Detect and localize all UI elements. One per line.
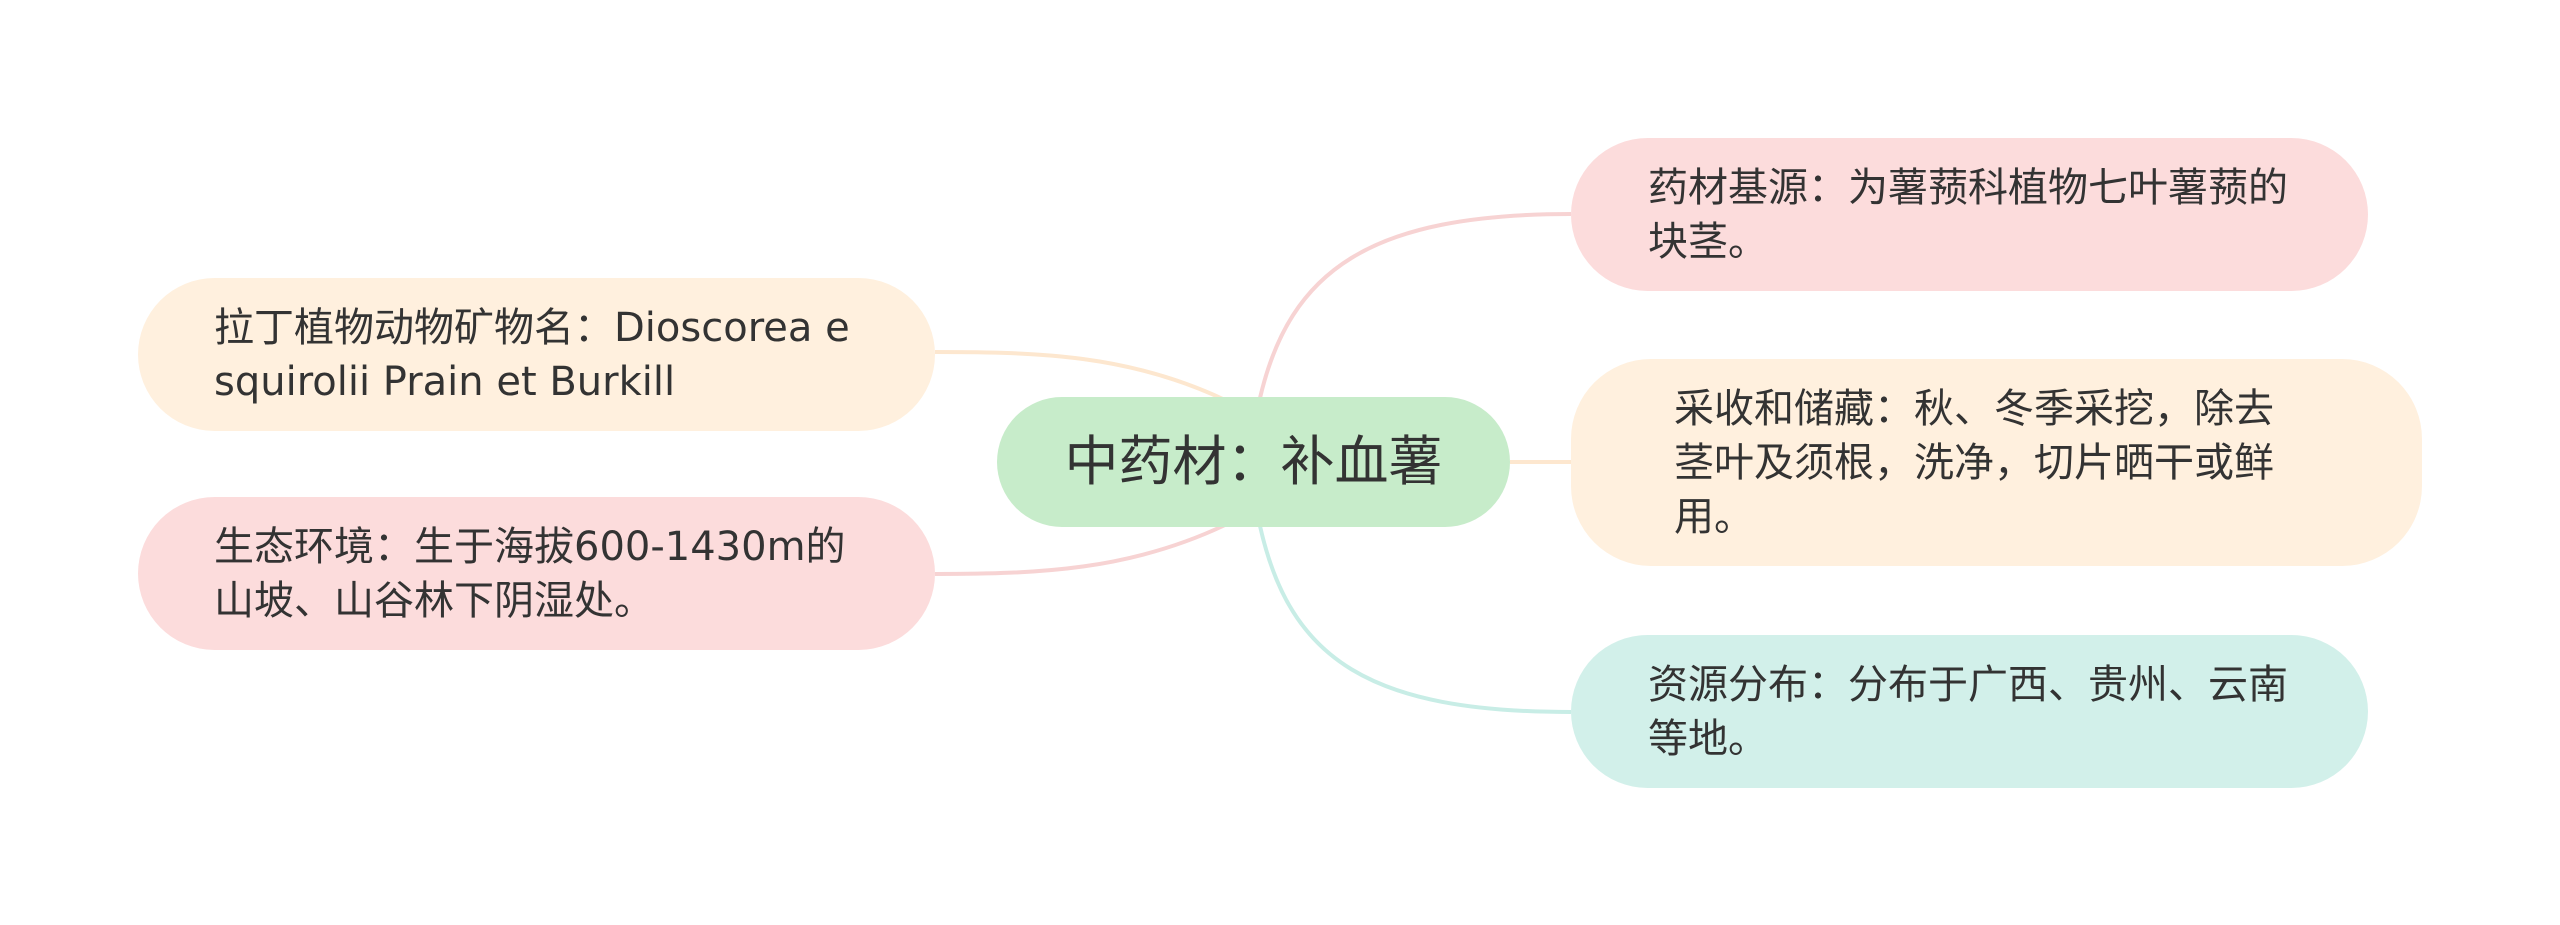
branch-distribution-text: 资源分布：分布于广西、贵州、云南等地。 [1648, 661, 2288, 762]
branch-source-text: 药材基源：为薯蓣科植物七叶薯蓣的块茎。 [1648, 164, 2288, 265]
branch-distribution[interactable]: 资源分布：分布于广西、贵州、云南等地。 [1571, 635, 2368, 788]
branch-habitat-text: 生态环境：生于海拔600-1430m的山坡、山谷林下阴湿处。 [214, 523, 846, 624]
branch-harvest-storage-text: 采收和储藏：秋、冬季采挖，除去茎叶及须根，洗净，切片晒干或鲜用。 [1674, 385, 2274, 540]
root-topic[interactable]: 中药材：补血薯 [997, 397, 1510, 527]
connector-latin-name [934, 350, 1226, 402]
root-topic-label: 中药材：补血薯 [1064, 430, 1443, 493]
branch-source[interactable]: 药材基源：为薯蓣科植物七叶薯蓣的块茎。 [1571, 138, 2368, 291]
branch-latin-name[interactable]: 拉丁植物动物矿物名：Dioscorea esquirolii Prain et … [138, 278, 935, 431]
branch-habitat[interactable]: 生态环境：生于海拔600-1430m的山坡、山谷林下阴湿处。 [138, 497, 935, 650]
connector-distribution [1258, 525, 1572, 714]
connector-source [1258, 212, 1572, 399]
branch-harvest-storage[interactable]: 采收和储藏：秋、冬季采挖，除去茎叶及须根，洗净，切片晒干或鲜用。 [1571, 359, 2422, 566]
branch-latin-name-text: 拉丁植物动物矿物名：Dioscorea esquirolii Prain et … [214, 304, 850, 405]
connector-habitat [934, 523, 1226, 576]
